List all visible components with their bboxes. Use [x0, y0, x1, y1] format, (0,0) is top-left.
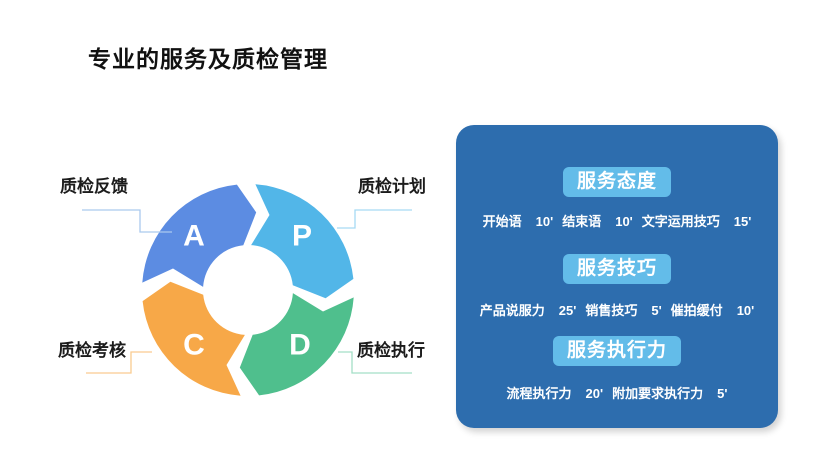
pdca-segment-p: [251, 184, 354, 299]
pdca-ring: A P C D: [142, 184, 354, 396]
course-item-label: 产品说服力: [479, 303, 545, 318]
page-title: 专业的服务及质检管理: [88, 46, 328, 72]
section-header-service-execution: 服务执行力: [552, 336, 681, 366]
course-item: 流程执行力 20': [507, 383, 604, 402]
pdca-segment-d: [239, 293, 354, 396]
course-item-label: 结束语: [562, 214, 602, 229]
course-item: 文字运用技巧 15': [642, 211, 752, 230]
course-item-label: 销售技巧: [585, 303, 638, 318]
pdca-segment-a: [142, 184, 257, 287]
pdca-letter-d: D: [289, 329, 311, 362]
course-item: 销售技巧 5': [585, 300, 661, 319]
pdca-diagram: A P C D 质检反馈 质检计划 质检考核 质检执行: [58, 177, 426, 396]
label-quality-feedback: 质检反馈: [60, 177, 128, 196]
section-header-service-attitude: 服务态度: [562, 167, 671, 197]
pdca-letter-a: A: [183, 220, 205, 253]
course-item: 开始语 10': [483, 211, 554, 230]
pdca-segment-c: [142, 281, 245, 396]
label-quality-execution: 质检执行: [357, 341, 425, 360]
course-item: 结束语 10': [562, 211, 633, 230]
course-item-minutes: 10': [535, 214, 554, 229]
course-item: 产品说服力 25': [480, 300, 577, 319]
course-item-minutes: 10': [736, 303, 755, 318]
pdca-letter-p: P: [292, 220, 312, 253]
connector-line-execution: [338, 351, 412, 374]
course-item-minutes: 5': [717, 386, 728, 401]
course-item-minutes: 5': [651, 303, 662, 318]
section-items-service-attitude: 开始语 10' 结束语 10' 文字运用技巧 15': [483, 211, 752, 230]
course-panel: 服务态度 开始语 10' 结束语 10' 文字运用技巧 15' 服务技巧 产品说…: [456, 125, 778, 428]
course-item-label: 文字运用技巧: [641, 214, 720, 229]
label-quality-plan: 质检计划: [358, 177, 426, 196]
course-item-label: 附加要求执行力: [612, 386, 704, 401]
course-item-minutes: 20': [585, 386, 604, 401]
section-items-service-skill: 产品说服力 25' 销售技巧 5' 催拍缓付 10': [480, 300, 755, 319]
course-item-minutes: 15': [733, 214, 752, 229]
course-item-label: 开始语: [482, 214, 522, 229]
course-item-label: 流程执行力: [506, 386, 572, 401]
course-item-label: 催拍缓付: [670, 303, 723, 318]
connector-line-plan: [337, 209, 412, 229]
course-item-minutes: 10': [615, 214, 633, 229]
course-item: 催拍缓付 10': [671, 300, 755, 319]
course-item: 附加要求执行力 5': [612, 383, 727, 402]
connector-line-assessment: [86, 351, 152, 374]
label-quality-assessment: 质检考核: [58, 341, 126, 360]
connector-line-feedback: [82, 209, 172, 233]
pdca-letter-c: C: [183, 329, 205, 362]
section-items-service-execution: 流程执行力 20' 附加要求执行力 5': [507, 383, 728, 402]
section-header-service-skill: 服务技巧: [562, 254, 671, 284]
course-item-minutes: 25': [558, 303, 577, 318]
